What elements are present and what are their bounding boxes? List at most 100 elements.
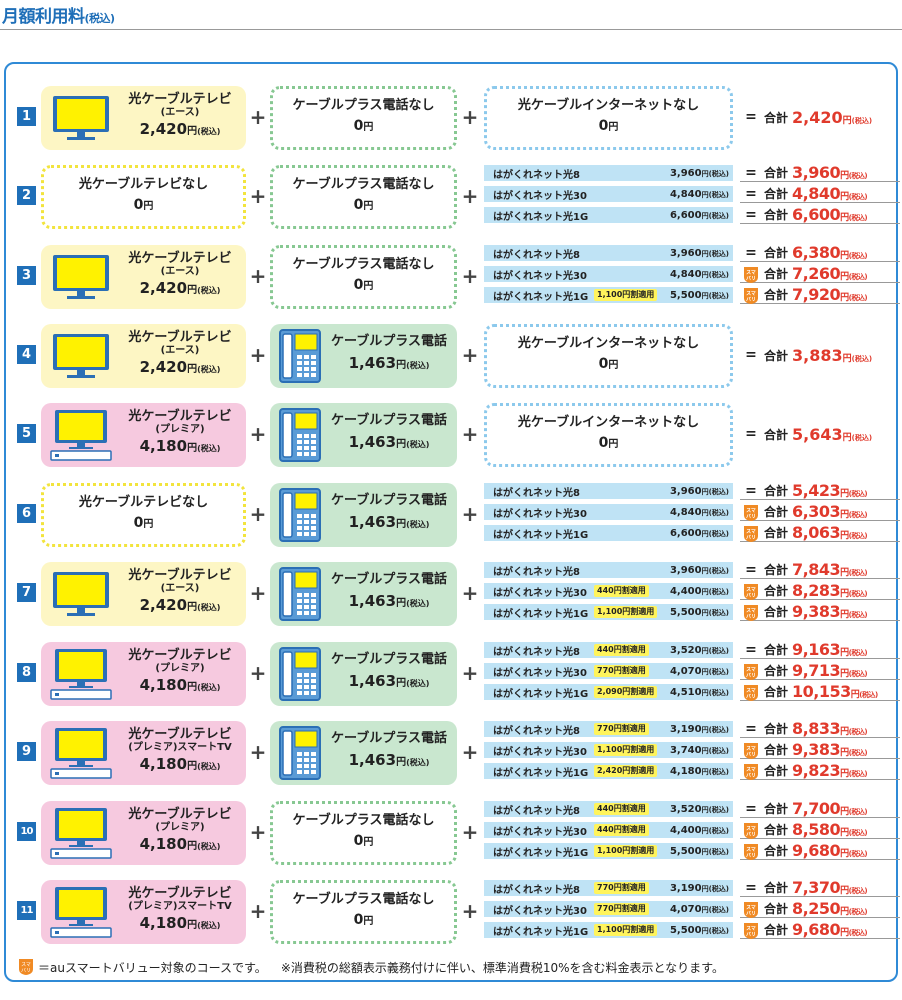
tax-note: (税込) <box>197 444 221 453</box>
tax-note: (税込) <box>406 520 430 529</box>
total-amount: 9,713円(税込) <box>792 661 868 680</box>
svg-text:スマ: スマ <box>746 688 756 694</box>
sumaval-slot: スマバリ <box>740 901 762 918</box>
yen-unit: 円 <box>840 928 849 938</box>
yen-unit: 円 <box>187 126 198 137</box>
total-amount: 9,823円(税込) <box>792 761 868 780</box>
phone-name: ケーブルプラス電話 <box>331 731 447 746</box>
internet-option-price: 4,840円(税込) <box>670 189 729 200</box>
tv-icon <box>53 334 109 378</box>
internet-option-price: 5,500円(税込) <box>670 290 729 301</box>
total-amount: 3,960円(税込) <box>792 163 868 182</box>
tax-note: (税込) <box>406 758 430 767</box>
equals-sign: = <box>745 641 757 658</box>
svg-text:スマ: スマ <box>746 270 756 276</box>
tv-price-value: 2,420 <box>139 279 188 297</box>
tax-note: (税込) <box>406 361 430 370</box>
yen-tax-note: 円(税込) <box>701 291 729 300</box>
total-label: 合計 <box>764 526 789 540</box>
tv-price-value: 2,420 <box>139 120 188 138</box>
internet-option-name: はがくれネット光8 <box>493 249 580 261</box>
tax-note: (税込) <box>197 921 221 930</box>
phone-price: 0円 <box>354 274 374 298</box>
total-label: 合計 <box>764 187 789 201</box>
tv-with-tuner-icon <box>50 649 112 700</box>
equals-sign: = <box>745 720 757 737</box>
equals-sign: = <box>745 800 757 817</box>
sumaval-slot: スマバリ <box>740 525 762 542</box>
total-value: 3,960 <box>792 163 841 182</box>
tax-note: (税込) <box>848 172 868 180</box>
total-amount: 8,063円(税込) <box>792 523 868 542</box>
discount-badge: 770円割適用 <box>594 665 649 677</box>
svg-text:バリ: バリ <box>746 852 756 859</box>
yen-unit: 円 <box>187 761 198 772</box>
svg-text:スマ: スマ <box>21 962 31 968</box>
tax-note: (税込) <box>848 850 868 858</box>
tv-variant: (プレミア) <box>155 424 205 435</box>
total-label: 合計 <box>764 881 789 895</box>
svg-text:バリ: バリ <box>746 693 756 700</box>
footer-tax-note: ※消費税の総額表示義務付けに伴い、標準消費税10%を含む料金表示となります。 <box>280 960 724 975</box>
price-value: 3,960 <box>669 167 702 179</box>
total-value: 7,920 <box>792 285 841 304</box>
tax-note: (税込) <box>197 127 221 136</box>
yen-unit: 円 <box>363 201 374 212</box>
yen-unit: 円 <box>840 907 849 917</box>
svg-text:バリ: バリ <box>746 592 756 599</box>
phone-price: 1,463円(税込) <box>324 671 454 694</box>
sumaval-slot: スマバリ <box>740 663 762 680</box>
equals-sign: = <box>745 561 757 578</box>
yen-unit: 円 <box>396 439 407 450</box>
sumaval-slot: スマバリ <box>740 922 762 939</box>
discount-badge: 2,090円割適用 <box>594 686 658 698</box>
tv-variant: (プレミア) <box>155 663 205 674</box>
internet-option-price: 4,400円(税込) <box>670 825 729 836</box>
total-amount: 2,420円(税込) <box>792 108 872 127</box>
total-label: 合計 <box>764 643 789 657</box>
sumaval-slot: スマバリ <box>740 822 762 839</box>
yen-unit: 円 <box>363 281 374 292</box>
tv-price: 0円 <box>134 512 154 536</box>
tv-none-label: 光ケーブルテレビなし <box>78 495 209 510</box>
internet-option-name: はがくれネット光30 <box>493 508 587 520</box>
tax-note: (税込) <box>197 842 221 851</box>
svg-text:スマ: スマ <box>746 847 756 853</box>
phone-price-value: 1,463 <box>348 672 397 690</box>
phone-none-label: ケーブルプラス電話なし <box>292 892 435 907</box>
tv-plan-box: 光ケーブルテレビ(プレミア)4,180円(税込) <box>41 403 246 467</box>
tax-note: (税込) <box>859 691 878 699</box>
yen-unit: 円 <box>840 213 849 223</box>
tax-note: (税込) <box>848 532 868 540</box>
sumaval-slot: スマバリ <box>740 287 762 304</box>
internet-option-price: 3,520円(税込) <box>670 804 729 815</box>
svg-text:スマ: スマ <box>746 291 756 297</box>
tv-price: 4,180円(税込) <box>121 754 239 777</box>
tv-text: 光ケーブルテレビ(エース)2,420円(税込) <box>121 92 239 142</box>
total-amount: 8,833円(税込) <box>792 719 868 738</box>
total-amount: 6,380円(税込) <box>792 243 868 262</box>
total-value: 7,700 <box>792 799 841 818</box>
plus-sign: + <box>249 581 267 605</box>
internet-option-name: はがくれネット光30 <box>493 746 587 758</box>
phone-name: ケーブルプラス電話 <box>331 652 447 667</box>
total-amount: 4,840円(税込) <box>792 184 868 203</box>
total-label: 合計 <box>764 166 789 180</box>
svg-text:バリ: バリ <box>746 296 756 303</box>
